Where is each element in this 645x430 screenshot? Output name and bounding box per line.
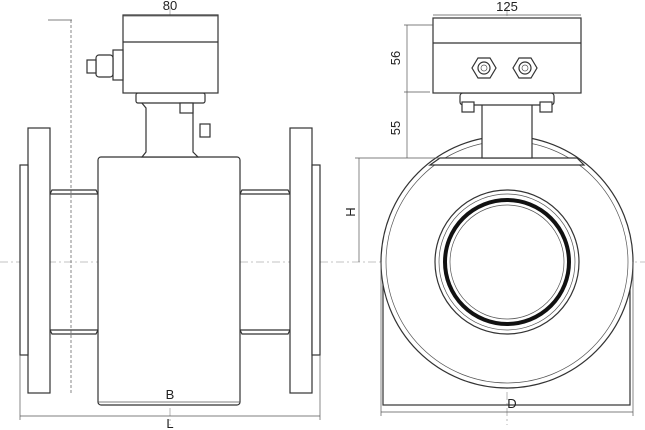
- cable-gland: [95, 54, 114, 78]
- cable-gland-base: [112, 49, 124, 81]
- outer-housing: [380, 135, 634, 389]
- cable-gland-left-icon: [471, 57, 497, 79]
- nut: [179, 102, 194, 114]
- left-pipe: [49, 189, 99, 335]
- dim-125: 125: [496, 0, 518, 14]
- cable-gland-cap: [86, 59, 97, 74]
- front-view: 125 56 55 H D: [343, 0, 634, 416]
- dim-56: 56: [388, 51, 403, 65]
- left-flange-face: [19, 164, 29, 356]
- junction-box: [122, 14, 219, 94]
- dim-80: 80: [163, 0, 177, 13]
- bolt-right: [539, 101, 553, 113]
- front-junction-box: [432, 17, 582, 94]
- side-view: 80 B L: [19, 0, 321, 430]
- dim-55: 55: [388, 121, 403, 135]
- dim-L: L: [166, 416, 173, 430]
- cable-gland-right-icon: [512, 57, 538, 79]
- bolt-left: [461, 101, 475, 113]
- liner: [443, 198, 571, 326]
- top-flat: [428, 157, 586, 166]
- right-flange: [289, 127, 313, 394]
- ground-screw: [199, 123, 211, 138]
- left-flange: [27, 127, 51, 394]
- dim-B: B: [166, 387, 175, 402]
- meter-body: [97, 156, 241, 406]
- neck-plate: [135, 92, 206, 104]
- flange-ring: [434, 189, 580, 335]
- dim-H: H: [343, 207, 358, 216]
- dim-D: D: [507, 396, 516, 411]
- front-neck: [481, 102, 533, 159]
- right-pipe: [239, 189, 291, 335]
- right-flange-face: [311, 164, 321, 356]
